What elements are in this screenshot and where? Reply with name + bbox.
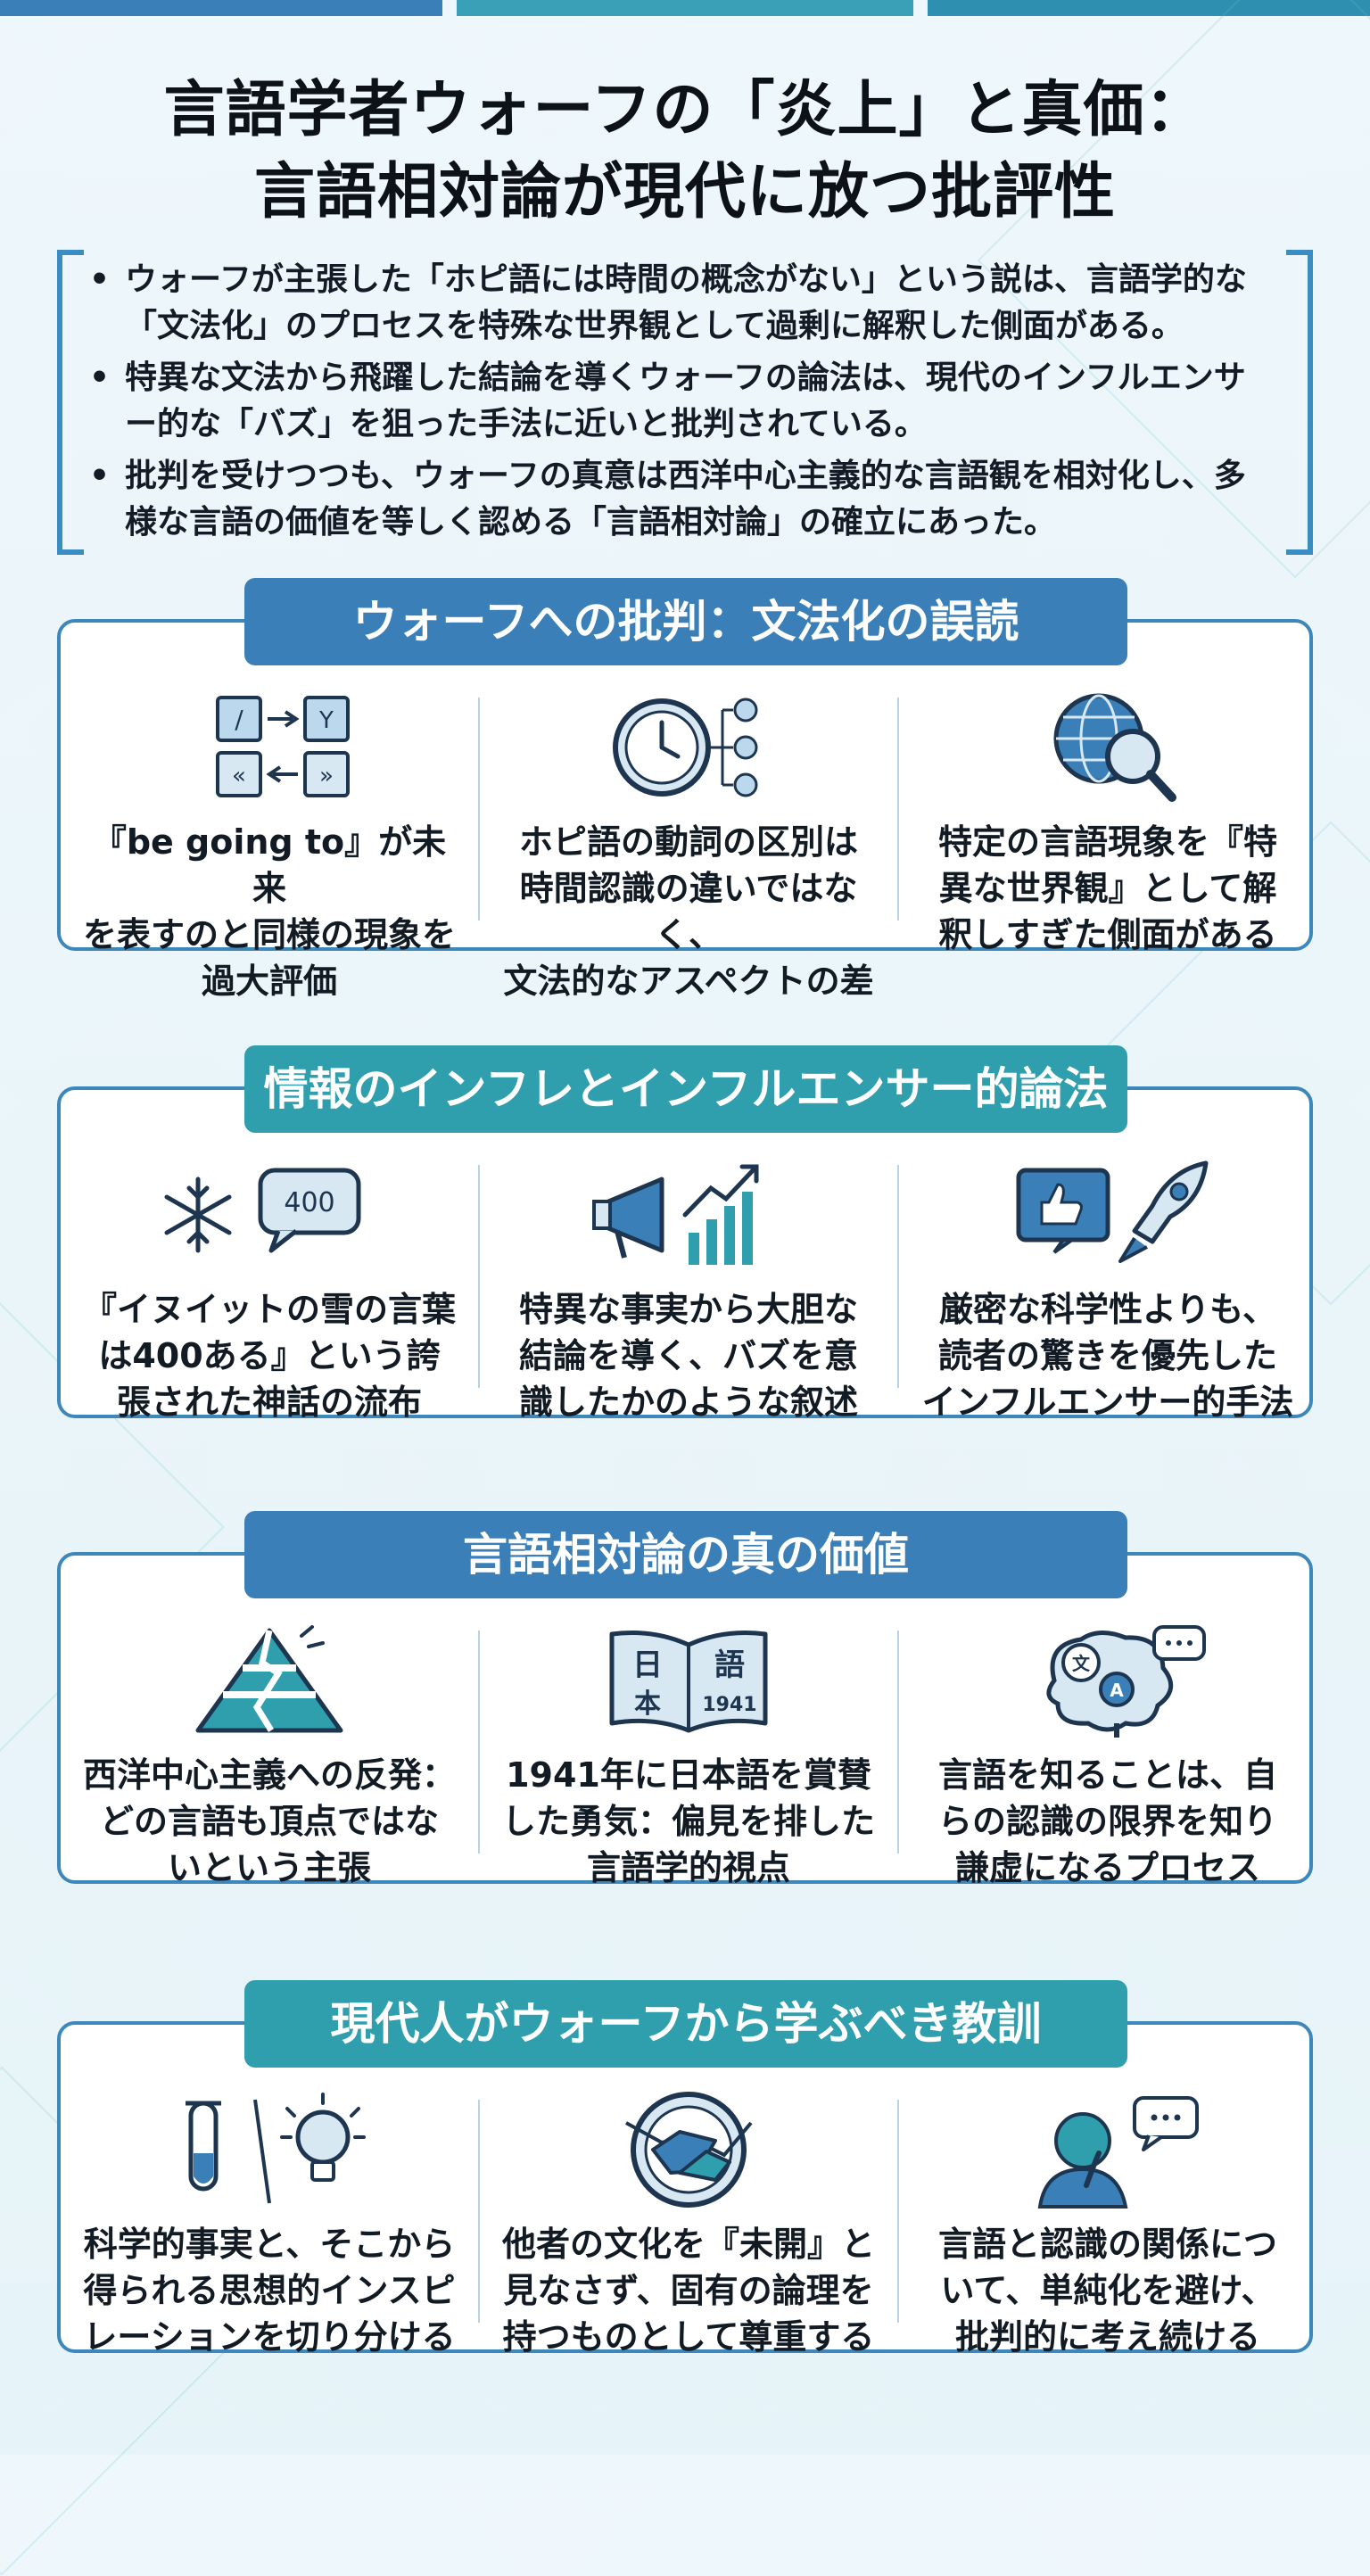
card-caption: 『イヌイットの雪の言葉 は400ある』という誇 張された神話の流布 — [82, 1290, 456, 1422]
globe-magnifier-icon — [1053, 693, 1176, 802]
svg-text:本: 本 — [634, 1688, 661, 1720]
card: 400 『イヌイットの雪の言葉 は400ある』という誇 張された神話の流布 — [61, 1152, 478, 1422]
divider — [897, 1631, 899, 1854]
divider — [897, 698, 899, 921]
divider — [478, 1165, 480, 1388]
card-caption: 西洋中心主義への反発： どの言語も頂点ではな いという主張 — [82, 1755, 456, 1887]
card: 特異な事実から大胆な 結論を導く、バズを意 識したかのような叙述 — [480, 1152, 897, 1422]
megaphone-chart-icon — [592, 1164, 759, 1265]
handshake-icon — [625, 2092, 753, 2208]
card-caption: 『be going to』が未来 を表すのと同様の現象を 過大評価 — [82, 822, 456, 1001]
svg-text:1941: 1941 — [702, 1694, 756, 1716]
badge-400: 400 — [284, 1187, 334, 1218]
section-title: 言語相対論の真の価値 — [244, 1511, 1127, 1598]
top-bar-1 — [0, 0, 442, 16]
divider — [897, 1165, 899, 1388]
grammar-arrows-icon: / Y « » — [216, 696, 350, 797]
snowflake-speech-icon: 400 — [164, 1168, 361, 1253]
card: 言語と認識の関係につ いて、単純化を避け、 批判的に考え続ける — [899, 2087, 1316, 2357]
card-caption: ホピ語の動詞の区別は 時間認識の違いではなく、 文法的なアスペクトの差 — [503, 822, 874, 1001]
summary-point: 批判を受けつつも、ウォーフの真意は西洋中心主義的な言語観を相対化し、多様な言語の… — [89, 453, 1259, 546]
card-caption: 他者の文化を『未開』と 見なさず、固有の論理を 持つものとして尊重する — [501, 2225, 875, 2357]
svg-text:Y: Y — [318, 707, 334, 734]
divider — [897, 2100, 899, 2323]
clock-icon — [613, 698, 758, 797]
like-rocket-icon — [1016, 1160, 1209, 1263]
bracket-left — [57, 250, 84, 555]
section-criticism: ウォーフへの批判：文法化の誤読 / Y « » 『be going to』が未来… — [57, 578, 1316, 1001]
card-caption: 言語と認識の関係につ いて、単純化を避け、 批判的に考え続ける — [937, 2225, 1277, 2357]
summary-list: ウォーフが主張した「ホピ語には時間の概念がない」という説は、言語学的な「文法化」… — [57, 250, 1313, 546]
svg-text:«: « — [232, 763, 246, 789]
card-caption: 特異な事実から大胆な 結論を導く、バズを意 識したかのような叙述 — [518, 1290, 858, 1422]
divider — [478, 698, 480, 921]
card-caption: 科学的事実と、そこから 得られる思想的インスピ レーションを切り分ける — [83, 2225, 456, 2357]
top-bar-3 — [928, 0, 1370, 16]
section-title: 現代人がウォーフから学ぶべき教訓 — [244, 1980, 1127, 2068]
card: 日 語 本 1941 1941年に日本語を賞賛 した勇気：偏見を排した 言語学的… — [480, 1618, 897, 1887]
testtube-bulb-icon — [186, 2093, 366, 2204]
svg-text:日: 日 — [632, 1647, 663, 1683]
section-inflation: 情報のインフレとインフルエンサー的論法 400 『イヌイットの雪の言葉 は400… — [57, 1045, 1316, 1422]
card-caption: 1941年に日本語を賞賛 した勇気：偏見を排した 言語学的視点 — [501, 1755, 875, 1887]
svg-text:»: » — [319, 763, 334, 789]
title-line-1: 言語学者ウォーフの「炎上」と真価： — [163, 75, 1207, 145]
card-caption: 言語を知ることは、自 らの認識の限界を知り 謙虚になるプロセス — [937, 1755, 1277, 1887]
thinking-person-icon — [1037, 2096, 1199, 2209]
summary-box: ウォーフが主張した「ホピ語には時間の概念がない」という説は、言語学的な「文法化」… — [57, 250, 1313, 555]
brain-language-icon: 文 A — [1046, 1625, 1206, 1738]
card: ホピ語の動詞の区別は 時間認識の違いではなく、 文法的なアスペクトの差 — [480, 685, 897, 1001]
card: 文 A 言語を知ることは、自 らの認識の限界を知り 謙虚になるプロセス — [899, 1618, 1316, 1887]
broken-pyramid-icon — [195, 1625, 343, 1733]
section-lessons: 現代人がウォーフから学ぶべき教訓 科学的事実と、そこから 得られる思想的インスピ… — [57, 1980, 1316, 2357]
svg-text:/: / — [235, 705, 243, 734]
card: 厳密な科学性よりも、 読者の驚きを優先した インフルエンサー的手法 — [899, 1152, 1316, 1422]
card-caption: 厳密な科学性よりも、 読者の驚きを優先した インフルエンサー的手法 — [921, 1290, 1294, 1422]
svg-text:A: A — [1110, 1680, 1124, 1701]
divider — [478, 1631, 480, 1854]
card: 特定の言語現象を『特 異な世界観』として解 釈しすぎた側面がある — [899, 685, 1316, 954]
section-title: 情報のインフレとインフルエンサー的論法 — [244, 1045, 1127, 1133]
page-title: 言語学者ウォーフの「炎上」と真価： 言語相対論が現代に放つ批評性 — [0, 70, 1370, 234]
section-true-value: 言語相対論の真の価値 西洋中心主義への反発： どの言語も頂点ではな いという主張… — [57, 1511, 1316, 1887]
book-icon: 日 語 本 1941 — [609, 1631, 768, 1733]
divider — [478, 2100, 480, 2323]
summary-point: ウォーフが主張した「ホピ語には時間の概念がない」という説は、言語学的な「文法化」… — [89, 257, 1259, 350]
title-line-2: 言語相対論が現代に放つ批評性 — [253, 157, 1116, 227]
card: / Y « » 『be going to』が未来 を表すのと同様の現象を 過大評… — [61, 685, 478, 1001]
card: 西洋中心主義への反発： どの言語も頂点ではな いという主張 — [61, 1618, 478, 1887]
svg-text:文: 文 — [1072, 1653, 1091, 1674]
top-bar-2 — [457, 0, 913, 16]
summary-point: 特異な文法から飛躍した結論を導くウォーフの論法は、現代のインフルエンサー的な「バ… — [89, 355, 1259, 448]
card: 他者の文化を『未開』と 見なさず、固有の論理を 持つものとして尊重する — [480, 2087, 897, 2357]
card: 科学的事実と、そこから 得られる思想的インスピ レーションを切り分ける — [61, 2087, 478, 2357]
svg-text:語: 語 — [714, 1647, 745, 1683]
card-caption: 特定の言語現象を『特 異な世界観』として解 釈しすぎた側面がある — [937, 822, 1277, 954]
section-title: ウォーフへの批判：文法化の誤読 — [244, 578, 1127, 665]
bracket-right — [1286, 250, 1313, 555]
